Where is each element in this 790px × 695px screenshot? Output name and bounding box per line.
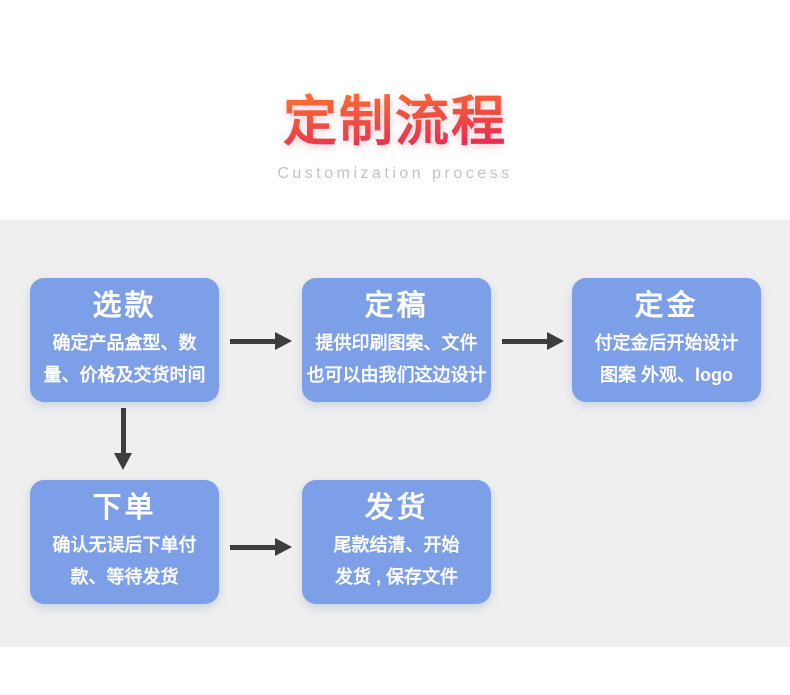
step-title: 定稿 — [364, 290, 429, 322]
page-title: 定制流程 — [283, 92, 507, 152]
step-box-finalize-draft: 定稿 提供印刷图案、文件 也可以由我们这边设计 — [302, 278, 491, 402]
step-description: 尾款结清、开始 发货 , 保存文件 — [333, 534, 460, 587]
step-description: 确认无误后下单付 款、等待发货 — [52, 534, 197, 587]
arrow-head — [547, 332, 564, 350]
step-description: 提供印刷图案、文件 也可以由我们这边设计 — [306, 332, 487, 385]
arrow-right-icon — [502, 332, 564, 350]
step-box-ship: 发货 尾款结清、开始 发货 , 保存文件 — [302, 480, 491, 604]
arrow-right-icon — [230, 332, 292, 350]
arrow-down-icon — [114, 408, 132, 470]
arrow-head — [275, 538, 292, 556]
step-title: 下单 — [92, 492, 157, 524]
arrow-shaft — [230, 544, 275, 550]
step-title: 选款 — [92, 290, 157, 322]
step-box-place-order: 下单 确认无误后下单付 款、等待发货 — [30, 480, 219, 604]
arrow-head — [114, 453, 132, 470]
arrow-shaft — [230, 338, 275, 344]
arrow-head — [275, 332, 292, 350]
step-description: 付定金后开始设计 图案 外观、logo — [594, 332, 739, 385]
arrow-right-icon — [230, 538, 292, 556]
header: 定制流程 Customization process — [0, 92, 790, 183]
step-description: 确定产品盒型、数 量、价格及交货时间 — [43, 332, 206, 385]
arrow-shaft — [502, 338, 547, 344]
step-title: 定金 — [634, 290, 699, 322]
arrow-shaft — [120, 408, 126, 453]
page-subtitle: Customization process — [277, 165, 513, 183]
step-title: 发货 — [364, 492, 429, 524]
step-box-select-style: 选款 确定产品盒型、数 量、价格及交货时间 — [30, 278, 219, 402]
step-box-deposit: 定金 付定金后开始设计 图案 外观、logo — [572, 278, 761, 402]
